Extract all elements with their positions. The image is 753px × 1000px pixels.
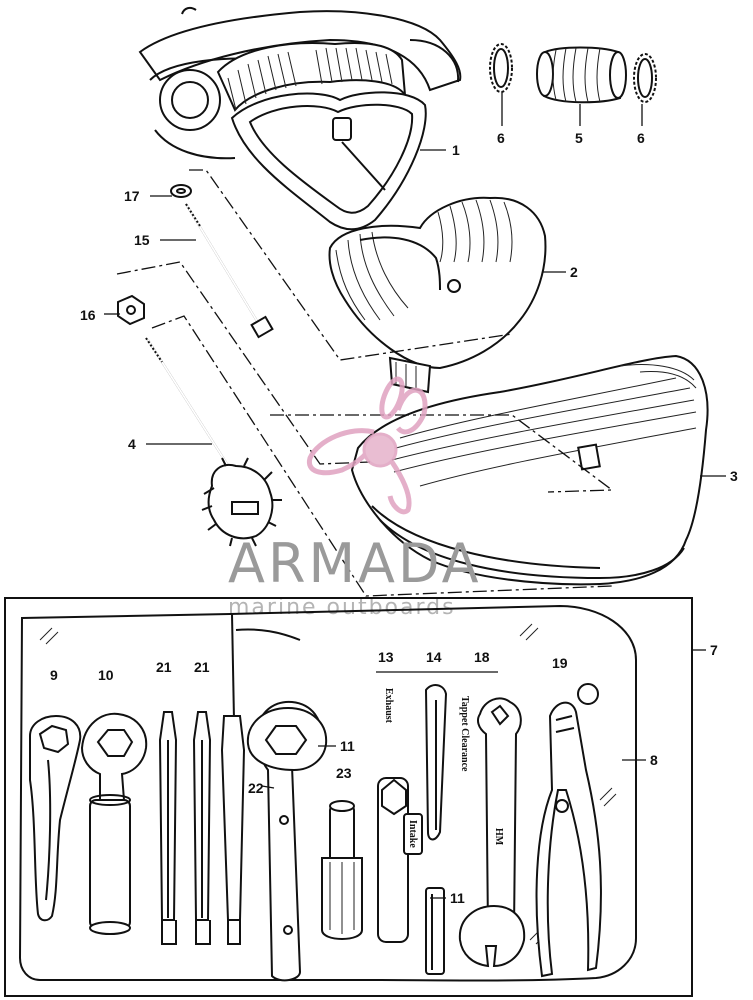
side-cover	[350, 354, 709, 586]
callout-18: 18	[474, 649, 490, 665]
screwdriver-21a	[158, 711, 178, 945]
stud-with-knob	[145, 337, 282, 547]
callout-1: 1	[452, 142, 460, 158]
wrench-11b	[425, 887, 445, 975]
connecting-hose	[536, 46, 627, 104]
air-cleaner-case	[216, 42, 427, 231]
callout-8: 8	[650, 752, 658, 768]
socket-23	[321, 800, 363, 940]
callout-9: 9	[50, 667, 58, 683]
armada-propeller-logo	[306, 376, 428, 515]
stamp-intake: Intake	[407, 820, 418, 848]
callout-6-right: 6	[637, 130, 645, 146]
callout-14: 14	[426, 649, 442, 665]
callout-11-upper: 11	[340, 738, 355, 754]
screwdriver-21b	[192, 711, 212, 945]
callout-3: 3	[730, 468, 738, 484]
air-cleaner-element	[328, 196, 547, 394]
callout-2: 2	[570, 264, 578, 280]
hose-band-right	[633, 53, 657, 103]
tool-bag	[18, 604, 637, 982]
stamp-tappet: Tappet Clearance	[459, 696, 470, 772]
box-spanner-9	[29, 714, 82, 922]
callout-23: 23	[336, 765, 352, 781]
callout-5: 5	[575, 130, 583, 146]
stamp-brand: HM	[493, 828, 504, 846]
callout-7: 7	[710, 642, 718, 658]
screwdriver-handle	[220, 715, 246, 945]
callout-16: 16	[80, 307, 96, 323]
offset-wrench-11a	[246, 706, 328, 772]
plug-spanner-10	[80, 712, 148, 935]
callout-10: 10	[98, 667, 114, 683]
callout-13: 13	[378, 649, 394, 665]
hose-band-left	[489, 43, 513, 93]
feeler-14	[424, 684, 448, 841]
box-wrench-13	[377, 777, 423, 943]
hex-nut	[117, 294, 145, 326]
washer	[170, 184, 192, 198]
tappet-wrench-18	[458, 697, 526, 968]
callout-4: 4	[128, 436, 136, 452]
callout-11-lower: 11	[450, 890, 465, 906]
long-bolt	[185, 203, 274, 339]
callout-22: 22	[248, 780, 264, 796]
callout-17: 17	[124, 188, 140, 204]
callout-6-left: 6	[497, 130, 505, 146]
callout-21-right: 21	[194, 659, 210, 675]
stamp-exhaust: Exhaust	[383, 688, 394, 724]
callout-15: 15	[134, 232, 150, 248]
watermark-subtitle: marine outboards	[228, 595, 456, 620]
watermark-title: ARMADA	[228, 532, 482, 595]
pliers-19	[535, 701, 602, 978]
callout-21-left: 21	[156, 659, 172, 675]
tool-kit-box	[4, 597, 693, 997]
leader-lines	[104, 92, 726, 899]
callout-19: 19	[552, 655, 568, 671]
